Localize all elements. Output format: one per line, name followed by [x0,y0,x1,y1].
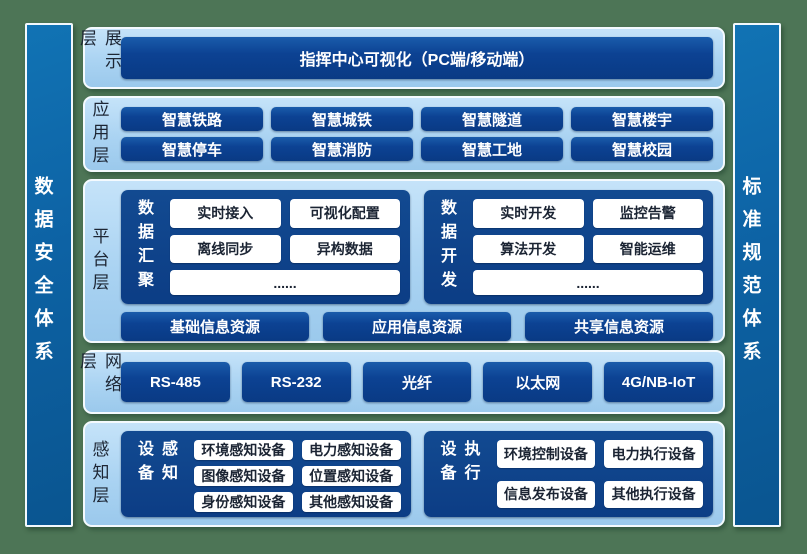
app-box-smart-tunnel: 智慧隧道 [421,107,563,131]
resource-row: 基础信息资源 应用信息资源 共享信息资源 [121,312,713,341]
network-box-rs232: RS-232 [241,362,351,402]
data-security-bar: 数据安全体系 [25,23,73,527]
feature-box-monitor-alarm: 监控告警 [592,199,703,228]
data-security-label: 数据安全体系 [31,176,53,374]
feature-box-algorithm-dev: 算法开发 [473,234,584,264]
group-data-development: 数据开发 实时开发 监控告警 算法开发 智能运维 ...... [424,190,713,304]
layer-label-platform: 平台层 [89,226,109,296]
feature-box-smart-ops: 智能运维 [592,234,703,264]
app-box-smart-fire: 智慧消防 [271,137,413,161]
layer-label-application: 应用层 [89,99,109,169]
actuator-box-other-exec: 其他执行设备 [604,480,703,508]
display-layer-body: 指挥中心可视化（PC端/移动端） [119,29,723,87]
group-label-actuator-devices: 执行设备 [437,440,479,488]
resource-box-shared-info: 共享信息资源 [525,312,713,341]
data-development-grid: 实时开发 监控告警 算法开发 智能运维 ...... [473,199,703,295]
sensor-box-identity: 身份感知设备 [194,492,293,512]
sensor-box-other: 其他感知设备 [301,492,401,512]
actuator-devices-grid: 环境控制设备 电力执行设备 信息发布设备 其他执行设备 [496,440,703,508]
actuator-box-power-exec: 电力执行设备 [604,440,703,468]
standards-label: 标准规范体系 [739,176,761,374]
resource-box-basic-info: 基础信息资源 [121,312,309,341]
sensor-box-image: 图像感知设备 [194,466,293,486]
group-label-data-aggregation: 数据汇聚 [135,199,152,295]
network-layer-body: RS-485 RS-232 光纤 以太网 4G/NB-IoT [119,352,723,412]
ellipsis-box-development: ...... [473,270,703,295]
platform-layer-body: 数据汇聚 实时接入 可视化配置 离线同步 异构数据 ...... 数据开发 实时… [119,181,723,341]
layer-panel-perception: 感知层 感知设备 环境感知设备 电力感知设备 图像感知设备 位置感知设备 身份感… [83,421,725,527]
group-sensing-devices: 感知设备 环境感知设备 电力感知设备 图像感知设备 位置感知设备 身份感知设备 … [121,431,411,517]
group-actuator-devices: 执行设备 环境控制设备 电力执行设备 信息发布设备 其他执行设备 [423,431,713,517]
layer-label-display: 展示层 [77,29,121,75]
app-box-smart-railway: 智慧铁路 [121,107,263,131]
perception-layer-body: 感知设备 环境感知设备 电力感知设备 图像感知设备 位置感知设备 身份感知设备 … [119,423,723,525]
feature-box-realtime-dev: 实时开发 [473,199,584,228]
standards-bar: 标准规范体系 [733,23,781,527]
network-box-fiber: 光纤 [362,362,472,402]
command-center-box: 指挥中心可视化（PC端/移动端） [121,37,713,79]
sensor-box-power: 电力感知设备 [301,440,401,460]
ellipsis-box-aggregation: ...... [170,270,400,295]
feature-box-visual-config: 可视化配置 [289,199,400,228]
sensor-box-position: 位置感知设备 [301,466,401,486]
app-box-smart-building: 智慧楼宇 [571,107,713,131]
group-label-data-development: 数据开发 [438,199,455,295]
app-box-smart-campus: 智慧校园 [571,137,713,161]
group-label-sensing-devices: 感知设备 [135,440,176,488]
layers-column: 展示层 指挥中心可视化（PC端/移动端） 应用层 智慧铁路 智慧城铁 智慧隧道 … [77,27,725,534]
layer-panel-display: 展示层 指挥中心可视化（PC端/移动端） [77,27,725,89]
data-aggregation-grid: 实时接入 可视化配置 离线同步 异构数据 ...... [170,199,400,295]
feature-box-offline-sync: 离线同步 [170,234,281,264]
network-box-ethernet: 以太网 [483,362,593,402]
actuator-box-info-publish: 信息发布设备 [496,480,596,508]
application-layer-body: 智慧铁路 智慧城铁 智慧隧道 智慧楼宇 智慧停车 智慧消防 智慧工地 智慧校园 [119,98,723,170]
sensing-devices-grid: 环境感知设备 电力感知设备 图像感知设备 位置感知设备 身份感知设备 其他感知设… [194,440,401,512]
layer-label-perception: 感知层 [89,439,109,509]
feature-box-realtime-access: 实时接入 [170,199,281,228]
feature-box-hetero-data: 异构数据 [289,234,400,264]
network-box-rs485: RS-485 [121,362,230,402]
app-box-smart-metro: 智慧城铁 [271,107,413,131]
network-box-4g-nbiot: 4G/NB-IoT [604,362,713,402]
layer-panel-platform: 平台层 数据汇聚 实时接入 可视化配置 离线同步 异构数据 ...... [83,179,725,343]
layer-panel-application: 应用层 智慧铁路 智慧城铁 智慧隧道 智慧楼宇 智慧停车 智慧消防 智慧工地 智… [83,96,725,172]
actuator-box-env-control: 环境控制设备 [496,440,596,468]
app-box-smart-parking: 智慧停车 [121,137,263,161]
layer-panel-network: 网络层 RS-485 RS-232 光纤 以太网 4G/NB-IoT [77,350,725,414]
group-data-aggregation: 数据汇聚 实时接入 可视化配置 离线同步 异构数据 ...... [121,190,410,304]
app-box-smart-site: 智慧工地 [421,137,563,161]
platform-groups-row: 数据汇聚 实时接入 可视化配置 离线同步 异构数据 ...... 数据开发 实时… [121,190,713,304]
layer-label-network: 网络层 [77,352,121,398]
resource-box-app-info: 应用信息资源 [323,312,511,341]
sensor-box-environment: 环境感知设备 [194,440,293,460]
